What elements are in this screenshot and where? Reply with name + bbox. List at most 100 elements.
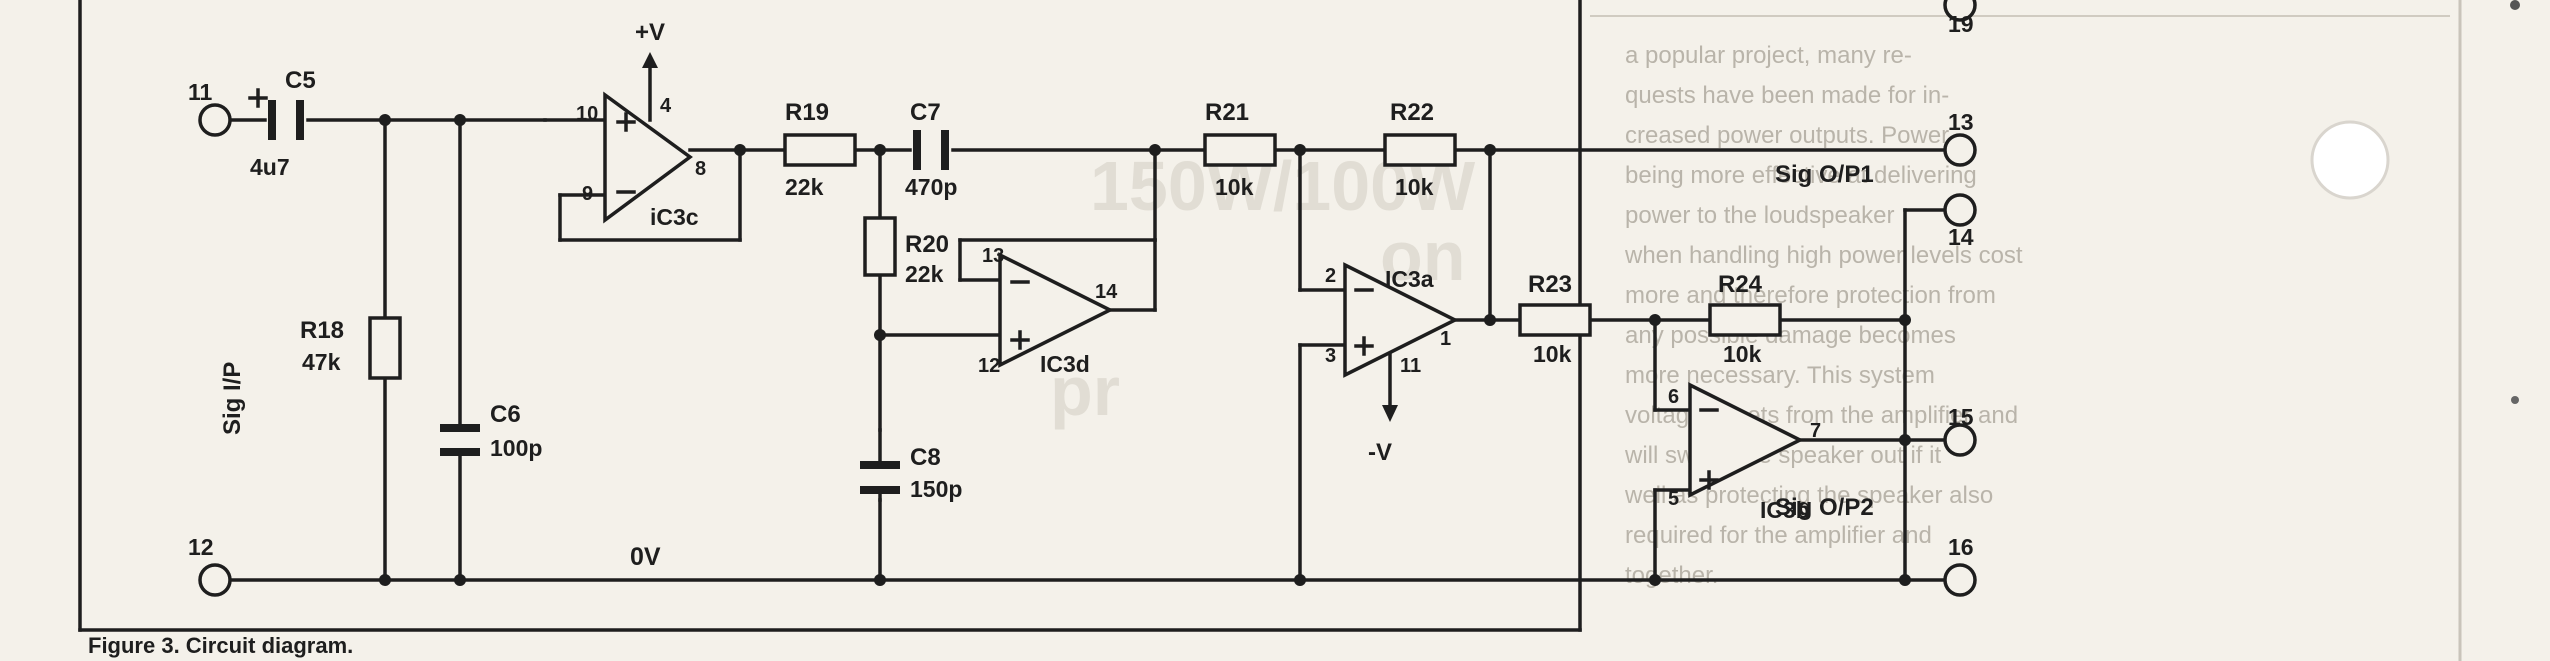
vminus-label: -V: [1368, 439, 1392, 466]
capacitor-c5: [248, 88, 304, 140]
r24-name: R24: [1718, 271, 1763, 298]
supply-arrows: [642, 52, 1398, 422]
terminal-11: [198, 103, 232, 137]
background-column: a popular project, many re- quests have …: [1624, 42, 2023, 589]
resistor-r22: [1383, 133, 1457, 167]
ic3c-pin-4: 4: [660, 95, 672, 117]
r24-value: 10k: [1723, 341, 1762, 367]
ic3a-pin-2: 2: [1325, 265, 1336, 287]
bg-column-line-4: being more effective at delivering: [1625, 162, 1977, 189]
ic3c-pin-9: 9: [582, 183, 593, 205]
c6-value: 100p: [490, 435, 542, 461]
terminal-13-label: 13: [1948, 109, 1974, 135]
c5-name: C5: [285, 67, 316, 94]
bg-column-line-14: together.: [1625, 562, 1718, 589]
figure-caption: Figure 3. Circuit diagram.: [88, 633, 353, 658]
ground-label: 0V: [630, 543, 661, 571]
resistor-r24: [1708, 303, 1782, 337]
opamp-ic3d: [998, 252, 1114, 368]
c7-value: 470p: [905, 174, 957, 200]
ic3b-pin-7: 7: [1810, 420, 1821, 442]
bg-column-line-12: well as protecting the speaker also: [1624, 482, 1993, 509]
r20-value: 22k: [905, 261, 944, 287]
ic3a-pin-11: 11: [1400, 355, 1421, 377]
c6-name: C6: [490, 401, 521, 428]
terminal-14: [1943, 193, 1977, 227]
bg-column-line-3: creased power outputs. Power: [1625, 122, 1949, 149]
resistor-r20: [863, 216, 897, 277]
c7-name: C7: [910, 99, 941, 126]
terminal-13: [1943, 133, 1977, 167]
c8-value: 150p: [910, 476, 962, 502]
sig-input-label: Sig I/P: [219, 362, 246, 435]
c8-name: C8: [910, 444, 941, 471]
terminal-15: [1943, 423, 1977, 457]
capacitor-c6: [440, 424, 480, 456]
frame: [78, 0, 2462, 661]
terminal-16-label: 16: [1948, 534, 1974, 560]
bg-column-line-9: more necessary. This system: [1625, 362, 1935, 389]
opamp-ic3a: [1343, 262, 1459, 378]
r21-value: 10k: [1215, 174, 1254, 200]
bg-column-line-7: more and therefore protection from: [1625, 282, 1996, 309]
bg-column-line-5: power to the loudspeaker: [1625, 202, 1895, 229]
r18-name: R18: [300, 317, 344, 344]
terminal-19: [1943, 0, 1977, 22]
vplus-label: +V: [635, 19, 665, 46]
r23-name: R23: [1528, 271, 1572, 298]
resistor-r23: [1518, 303, 1592, 337]
ic3c-name: iC3c: [650, 204, 699, 230]
capacitors: [248, 88, 949, 502]
ic3b-pin-5: 5: [1668, 488, 1679, 510]
r19-value: 22k: [785, 174, 824, 200]
resistor-r18: [368, 316, 402, 380]
terminal-12: [198, 563, 232, 597]
ic3a-pin-1: 1: [1440, 328, 1451, 350]
bg-column-line-13: required for the amplifier and: [1625, 522, 1932, 549]
terminal-15-label: 15: [1948, 404, 1974, 430]
opamp-ic3b: [1688, 382, 1804, 498]
c5-value: 4u7: [250, 154, 290, 180]
r22-name: R22: [1390, 99, 1434, 126]
r18-value: 47k: [302, 349, 341, 375]
r21-name: R21: [1205, 99, 1249, 126]
sig-out2-label: Sig O/P2: [1775, 494, 1874, 521]
ic3d-name: IC3d: [1040, 351, 1090, 377]
bg-column-line-8: any possible damage becomes: [1625, 322, 1956, 349]
sig-out1-label: Sig O/P1: [1775, 161, 1874, 188]
terminal-19-label: 19: [1948, 11, 1974, 37]
ic3a-name: IC3a: [1385, 266, 1434, 292]
bg-column-line-1: a popular project, many re-: [1625, 42, 1912, 69]
bg-column-line-2: quests have been made for in-: [1625, 82, 1949, 109]
vplus-arrow: [642, 52, 658, 68]
resistors: [368, 133, 1782, 380]
r19-name: R19: [785, 99, 829, 126]
ic3d-pin-13: 13: [982, 245, 1004, 267]
ic3d-pin-14: 14: [1095, 281, 1118, 303]
ic3c-pin-10: 10: [576, 103, 598, 125]
opamp-ic3c: [603, 91, 693, 224]
terminals: [198, 0, 1977, 597]
terminal-14-label: 14: [1948, 224, 1974, 250]
ic3a-pin-3: 3: [1325, 345, 1336, 367]
terminal-11-label: 11: [188, 79, 213, 105]
terminal-12-label: 12: [188, 534, 214, 560]
ic3b-pin-6: 6: [1668, 386, 1679, 408]
capacitor-c8: [860, 428, 900, 502]
ic3b-name: IC3b: [1760, 497, 1810, 523]
bg-column-line-6: when handling high power levels cost: [1624, 242, 2023, 269]
labels: 11 12 13 14 15 16 19 Sig I/P Sig O/P1 Si…: [88, 11, 1974, 658]
vminus-arrow: [1382, 405, 1398, 422]
ic3d-pin-12: 12: [978, 355, 1000, 377]
capacitor-c7: [913, 130, 949, 170]
punch-hole: [2310, 120, 2390, 200]
junctions: [379, 114, 1911, 586]
terminal-16: [1943, 563, 1977, 597]
resistor-r21: [1203, 133, 1277, 167]
bg-heading-line-2: on: [1380, 217, 1466, 295]
r23-value: 10k: [1533, 341, 1572, 367]
resistor-r19: [783, 133, 857, 167]
r20-name: R20: [905, 231, 949, 258]
bg-heading-line-3: pr: [1050, 352, 1120, 430]
